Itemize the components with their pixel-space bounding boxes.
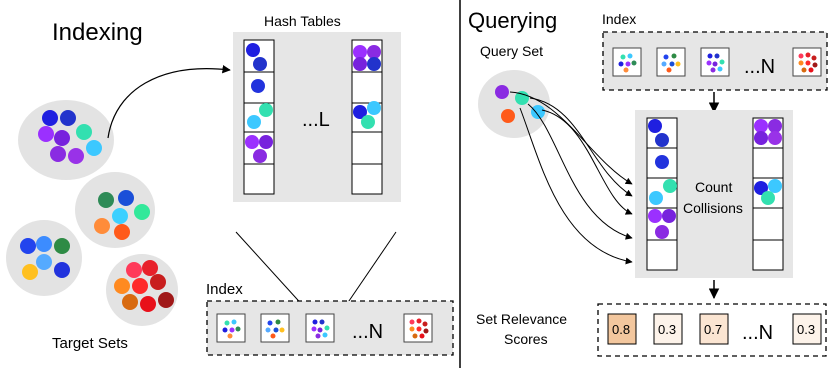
query-arrows	[509, 91, 633, 265]
query-set	[478, 70, 550, 138]
index-thumb-right-n	[792, 47, 822, 77]
index-label-right: Index	[602, 11, 636, 27]
score-box-2: 0.3	[653, 313, 683, 345]
querying-title: Querying	[468, 8, 557, 33]
score-box-3: 0.7	[699, 313, 729, 345]
index-thumb-left-2	[260, 313, 290, 343]
target-sets-label: Target Sets	[52, 335, 128, 352]
hash-tables-ellipsis: ...L	[302, 109, 330, 131]
hash-table-l	[351, 39, 383, 195]
scores-ellipsis: ...N	[742, 322, 773, 344]
index-label-left: Index	[206, 281, 243, 298]
score-box-1: 0.8	[607, 313, 637, 345]
index-thumb-right-2	[656, 47, 686, 77]
index-thumb-left-3	[305, 313, 335, 343]
index-thumb-left-1	[216, 313, 246, 343]
collisions-label: Collisions	[683, 200, 743, 216]
scores-label-line1: Set Relevance	[476, 311, 567, 327]
hash-tables-label: Hash Tables	[264, 13, 341, 29]
scores-label-line2: Scores	[504, 331, 548, 347]
score-value-3: 0.7	[704, 322, 722, 337]
score-value-n: 0.3	[797, 322, 815, 337]
hash-table-1	[243, 39, 275, 195]
target-set-4	[106, 254, 178, 326]
target-set-2	[75, 172, 155, 248]
index-thumb-left-n	[403, 313, 433, 343]
target-set-3	[6, 220, 82, 296]
target-set-1	[18, 100, 114, 180]
index-thumb-right-3	[700, 47, 730, 77]
indexing-arrow	[107, 64, 231, 139]
score-value-2: 0.3	[658, 322, 676, 337]
query-hash-table-1	[646, 117, 678, 271]
index-ellipsis-right: ...N	[744, 56, 775, 78]
index-thumb-right-1	[612, 47, 642, 77]
score-box-n: 0.3	[792, 313, 822, 345]
index-ellipsis-left: ...N	[352, 321, 383, 343]
query-hash-table-l	[752, 117, 784, 271]
query-set-label: Query Set	[480, 43, 543, 59]
score-value-1: 0.8	[612, 322, 630, 337]
count-label: Count	[695, 179, 732, 195]
indexing-title: Indexing	[52, 19, 143, 46]
